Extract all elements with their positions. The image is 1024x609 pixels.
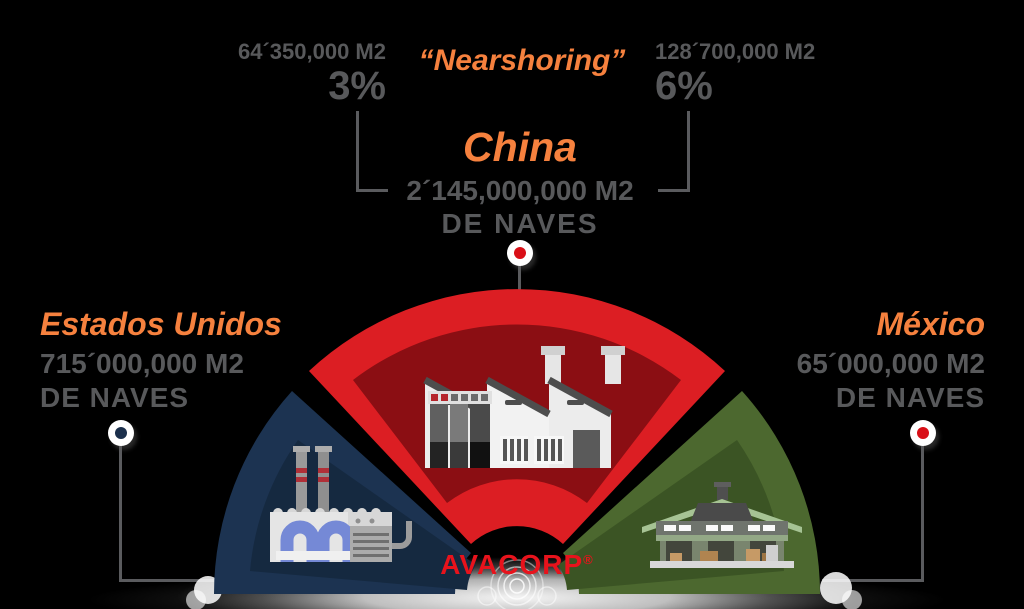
china-area: 2´145,000,000 M2 [406, 175, 634, 206]
china-factory-icon [423, 346, 625, 468]
mexico-unit: DE NAVES [835, 382, 985, 413]
china-marker-stem [518, 264, 521, 291]
stat-3-percent: 64´350,000 M2 3% [150, 39, 386, 108]
china-marker-icon [507, 240, 533, 266]
stat-6-area: 128´700,000 M2 [655, 39, 816, 64]
stat-3-percent-value: 3% [328, 64, 386, 108]
usa-connector-vline [119, 444, 122, 582]
ornament-flourish [477, 559, 557, 609]
percent6-connector-vline [687, 111, 690, 192]
mexico-warehouse-icon [642, 482, 802, 568]
usa-connector-hline [119, 579, 221, 582]
usa-name: Estados Unidos [40, 306, 282, 342]
usa-marker-icon [108, 420, 134, 446]
mexico-connector-hline [822, 579, 924, 582]
mexico-label-block: México 65´000,000 M2 DE NAVES [735, 306, 985, 414]
mexico-marker-icon [910, 420, 936, 446]
percent3-connector-vline [356, 111, 359, 192]
china-label-block: China 2´145,000,000 M2 DE NAVES [337, 124, 703, 239]
brand-logo: AVACORP® [392, 549, 642, 581]
mexico-area: 65´000,000 M2 [796, 348, 985, 379]
registered-mark: ® [583, 552, 594, 567]
percent6-connector-hline [658, 189, 690, 192]
stat-3-area: 64´350,000 M2 [238, 39, 386, 64]
brand-name: AVACORP [440, 549, 584, 580]
usa-area: 715´000,000 M2 [40, 348, 244, 379]
stat-6-percent: 128´700,000 M2 6% [655, 39, 891, 108]
usa-label-block: Estados Unidos 715´000,000 M2 DE NAVES [40, 306, 290, 414]
usa-unit: DE NAVES [40, 382, 190, 413]
china-unit: DE NAVES [441, 208, 599, 239]
china-name: China [463, 124, 577, 170]
mexico-name: México [876, 306, 985, 342]
stat-6-percent-value: 6% [655, 64, 713, 108]
usa-plant-icon [270, 446, 412, 562]
page-title: “Nearshoring” [418, 44, 626, 77]
mexico-connector-vline [921, 444, 924, 582]
percent3-connector-hline [356, 189, 388, 192]
